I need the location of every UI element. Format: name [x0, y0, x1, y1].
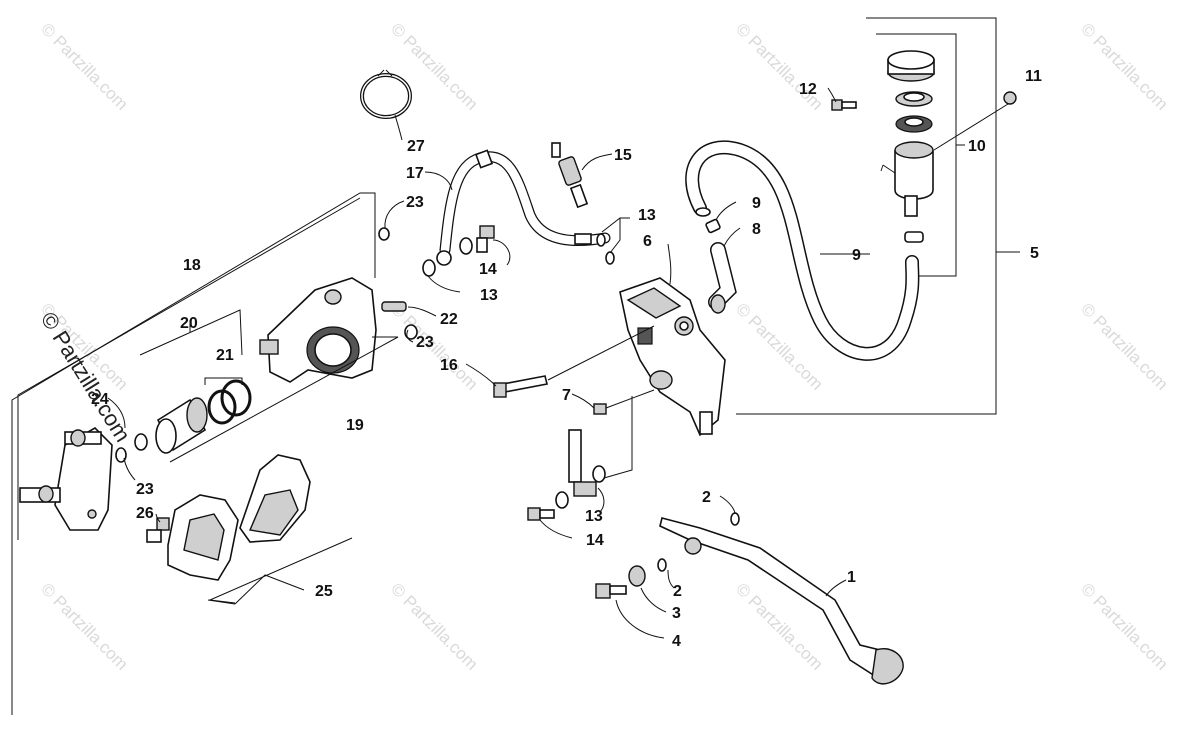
- callout-22: 22: [440, 311, 458, 328]
- brake-switch-part: [551, 142, 589, 209]
- callout-11: 11: [1025, 68, 1042, 85]
- callout-12: 12: [799, 81, 817, 98]
- piston-seal-part: [220, 379, 252, 417]
- bolt-part: [831, 99, 857, 111]
- brake-hose-part: [436, 149, 611, 266]
- leader-lines: [11, 17, 1020, 715]
- brake-pad-part: [167, 494, 239, 581]
- callout-18: 18: [183, 257, 201, 274]
- washer-part: [115, 447, 127, 463]
- callout-27: 27: [407, 138, 425, 155]
- callout-3: 3: [672, 605, 681, 622]
- watermark-tile: © Partzilla.com: [37, 579, 131, 673]
- callout-17: 17: [406, 165, 424, 182]
- callout-7: 7: [562, 387, 571, 404]
- washer-part: [605, 251, 615, 265]
- callout-9: 9: [752, 195, 761, 212]
- lower-brake-line-part: [527, 429, 597, 521]
- bleeder-valve-part: [381, 301, 407, 312]
- retaining-ring-part: [360, 69, 412, 119]
- caliper-bracket-part: [19, 427, 113, 531]
- callout-4: 4: [672, 633, 681, 650]
- small-bolt-part: [593, 403, 607, 415]
- washer-part: [628, 565, 646, 587]
- watermark-tile: © Partzilla.com: [1077, 19, 1171, 113]
- washer-part: [555, 491, 569, 509]
- callout-24: 24: [91, 391, 109, 408]
- caliper-housing-part: [259, 277, 377, 383]
- hose-clamp-part: [705, 218, 721, 234]
- washer-part: [592, 465, 606, 483]
- callout-8: 8: [752, 221, 761, 238]
- callout-15: 15: [614, 147, 632, 164]
- master-cylinder-part: [619, 277, 726, 437]
- long-bolt-part: [493, 375, 548, 398]
- clip-part: [730, 512, 740, 526]
- callout-13: 13: [480, 287, 498, 304]
- watermark-tile: © Partzilla.com: [37, 19, 131, 113]
- reservoir-hose-part: [685, 140, 920, 361]
- banjo-bolt-part: [476, 225, 495, 253]
- callout-labels: 1 2 2 3 4 5 6 7 8 9 9 10 11 12 13 13 13 …: [91, 68, 1042, 650]
- callout-2: 2: [702, 489, 711, 506]
- callout-13: 13: [585, 508, 603, 525]
- washer-part: [596, 233, 606, 247]
- callout-14: 14: [479, 261, 497, 278]
- callout-1: 1: [847, 569, 856, 586]
- callout-23: 23: [416, 334, 434, 351]
- callout-23: 23: [406, 194, 424, 211]
- nut-part: [1003, 91, 1017, 105]
- callout-5: 5: [1030, 245, 1039, 262]
- callout-26: 26: [136, 505, 154, 522]
- brake-pedal-part: [659, 517, 904, 685]
- watermark-tile: © Partzilla.com: [387, 19, 481, 113]
- washer-part: [378, 227, 390, 241]
- washer-part: [422, 259, 436, 277]
- washer-part: [459, 237, 473, 255]
- callout-25: 25: [315, 583, 333, 600]
- brake-pad-part: [239, 454, 311, 543]
- watermark-tile: © Partzilla.com: [1077, 299, 1171, 393]
- callout-21: 21: [216, 347, 234, 364]
- callout-14: 14: [586, 532, 604, 549]
- reservoir-part: [880, 50, 935, 243]
- callout-13: 13: [638, 207, 656, 224]
- watermark-tile: © Partzilla.com: [387, 299, 481, 393]
- callout-6: 6: [643, 233, 652, 250]
- callout-2: 2: [673, 583, 682, 600]
- callout-16: 16: [440, 357, 458, 374]
- watermark-tile: © Partzilla.com: [387, 579, 481, 673]
- callout-20: 20: [180, 315, 198, 332]
- washer-part: [404, 324, 418, 340]
- callout-10: 10: [968, 138, 986, 155]
- callout-19: 19: [346, 417, 364, 434]
- bracket-bolt-part: [146, 517, 170, 543]
- watermark-tile: © Partzilla.com: [1077, 579, 1171, 673]
- callout-9: 9: [852, 247, 861, 264]
- piston-part: [155, 397, 208, 454]
- washer-part: [134, 433, 148, 451]
- watermark-tile: © Partzilla.com: [732, 19, 826, 113]
- clip-part: [657, 558, 667, 572]
- pivot-bolt-part: [595, 583, 627, 599]
- callout-23: 23: [136, 481, 154, 498]
- elbow-fitting-part: [708, 242, 737, 314]
